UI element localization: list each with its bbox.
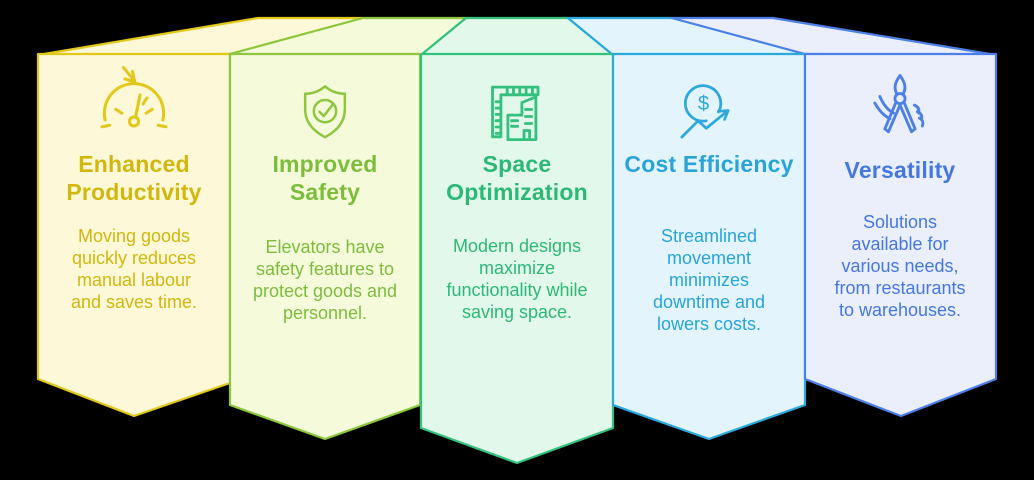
banner-1-body	[36, 52, 232, 418]
compass-multitool-icon	[864, 72, 936, 144]
banner-title: Enhanced Productivity	[66, 151, 202, 205]
banner-description: Solutions available for various needs, f…	[834, 212, 966, 320]
coin-growth-arrow-icon: $	[675, 80, 743, 148]
banner-description: Moving goods quickly reduces manual labo…	[70, 226, 198, 312]
banner-3-body	[419, 52, 615, 465]
svg-text:$: $	[698, 93, 710, 115]
banner-5: Versatility Solutions available for vari…	[815, 54, 985, 454]
banner-4: $ Cost Efficiency Streamlined movement m…	[624, 54, 794, 454]
banner-description: Modern designs maximize functionality wh…	[446, 236, 588, 322]
banner-description: Streamlined movement minimizes downtime …	[652, 226, 766, 334]
ruler-buildings-icon	[482, 78, 552, 148]
banner-title: Versatility	[844, 157, 956, 183]
banner-title: Improved Safety	[272, 151, 378, 205]
banner-title: Cost Efficiency	[624, 151, 794, 177]
gauge-arrow-icon	[96, 66, 172, 142]
banner-2-body	[228, 52, 422, 441]
banner-2: Improved Safety Elevators have safety fe…	[240, 54, 410, 454]
banner-1: Enhanced Productivity Moving goods quick…	[49, 54, 219, 454]
banner-title: Space Optimization	[446, 151, 588, 205]
banner-4-body	[611, 52, 807, 441]
shield-check-icon	[294, 82, 356, 144]
banner-description: Elevators have safety features to protec…	[252, 237, 398, 323]
banner-5-body	[803, 52, 998, 418]
banner-3: Space Optimization Modern designs maximi…	[432, 54, 602, 454]
